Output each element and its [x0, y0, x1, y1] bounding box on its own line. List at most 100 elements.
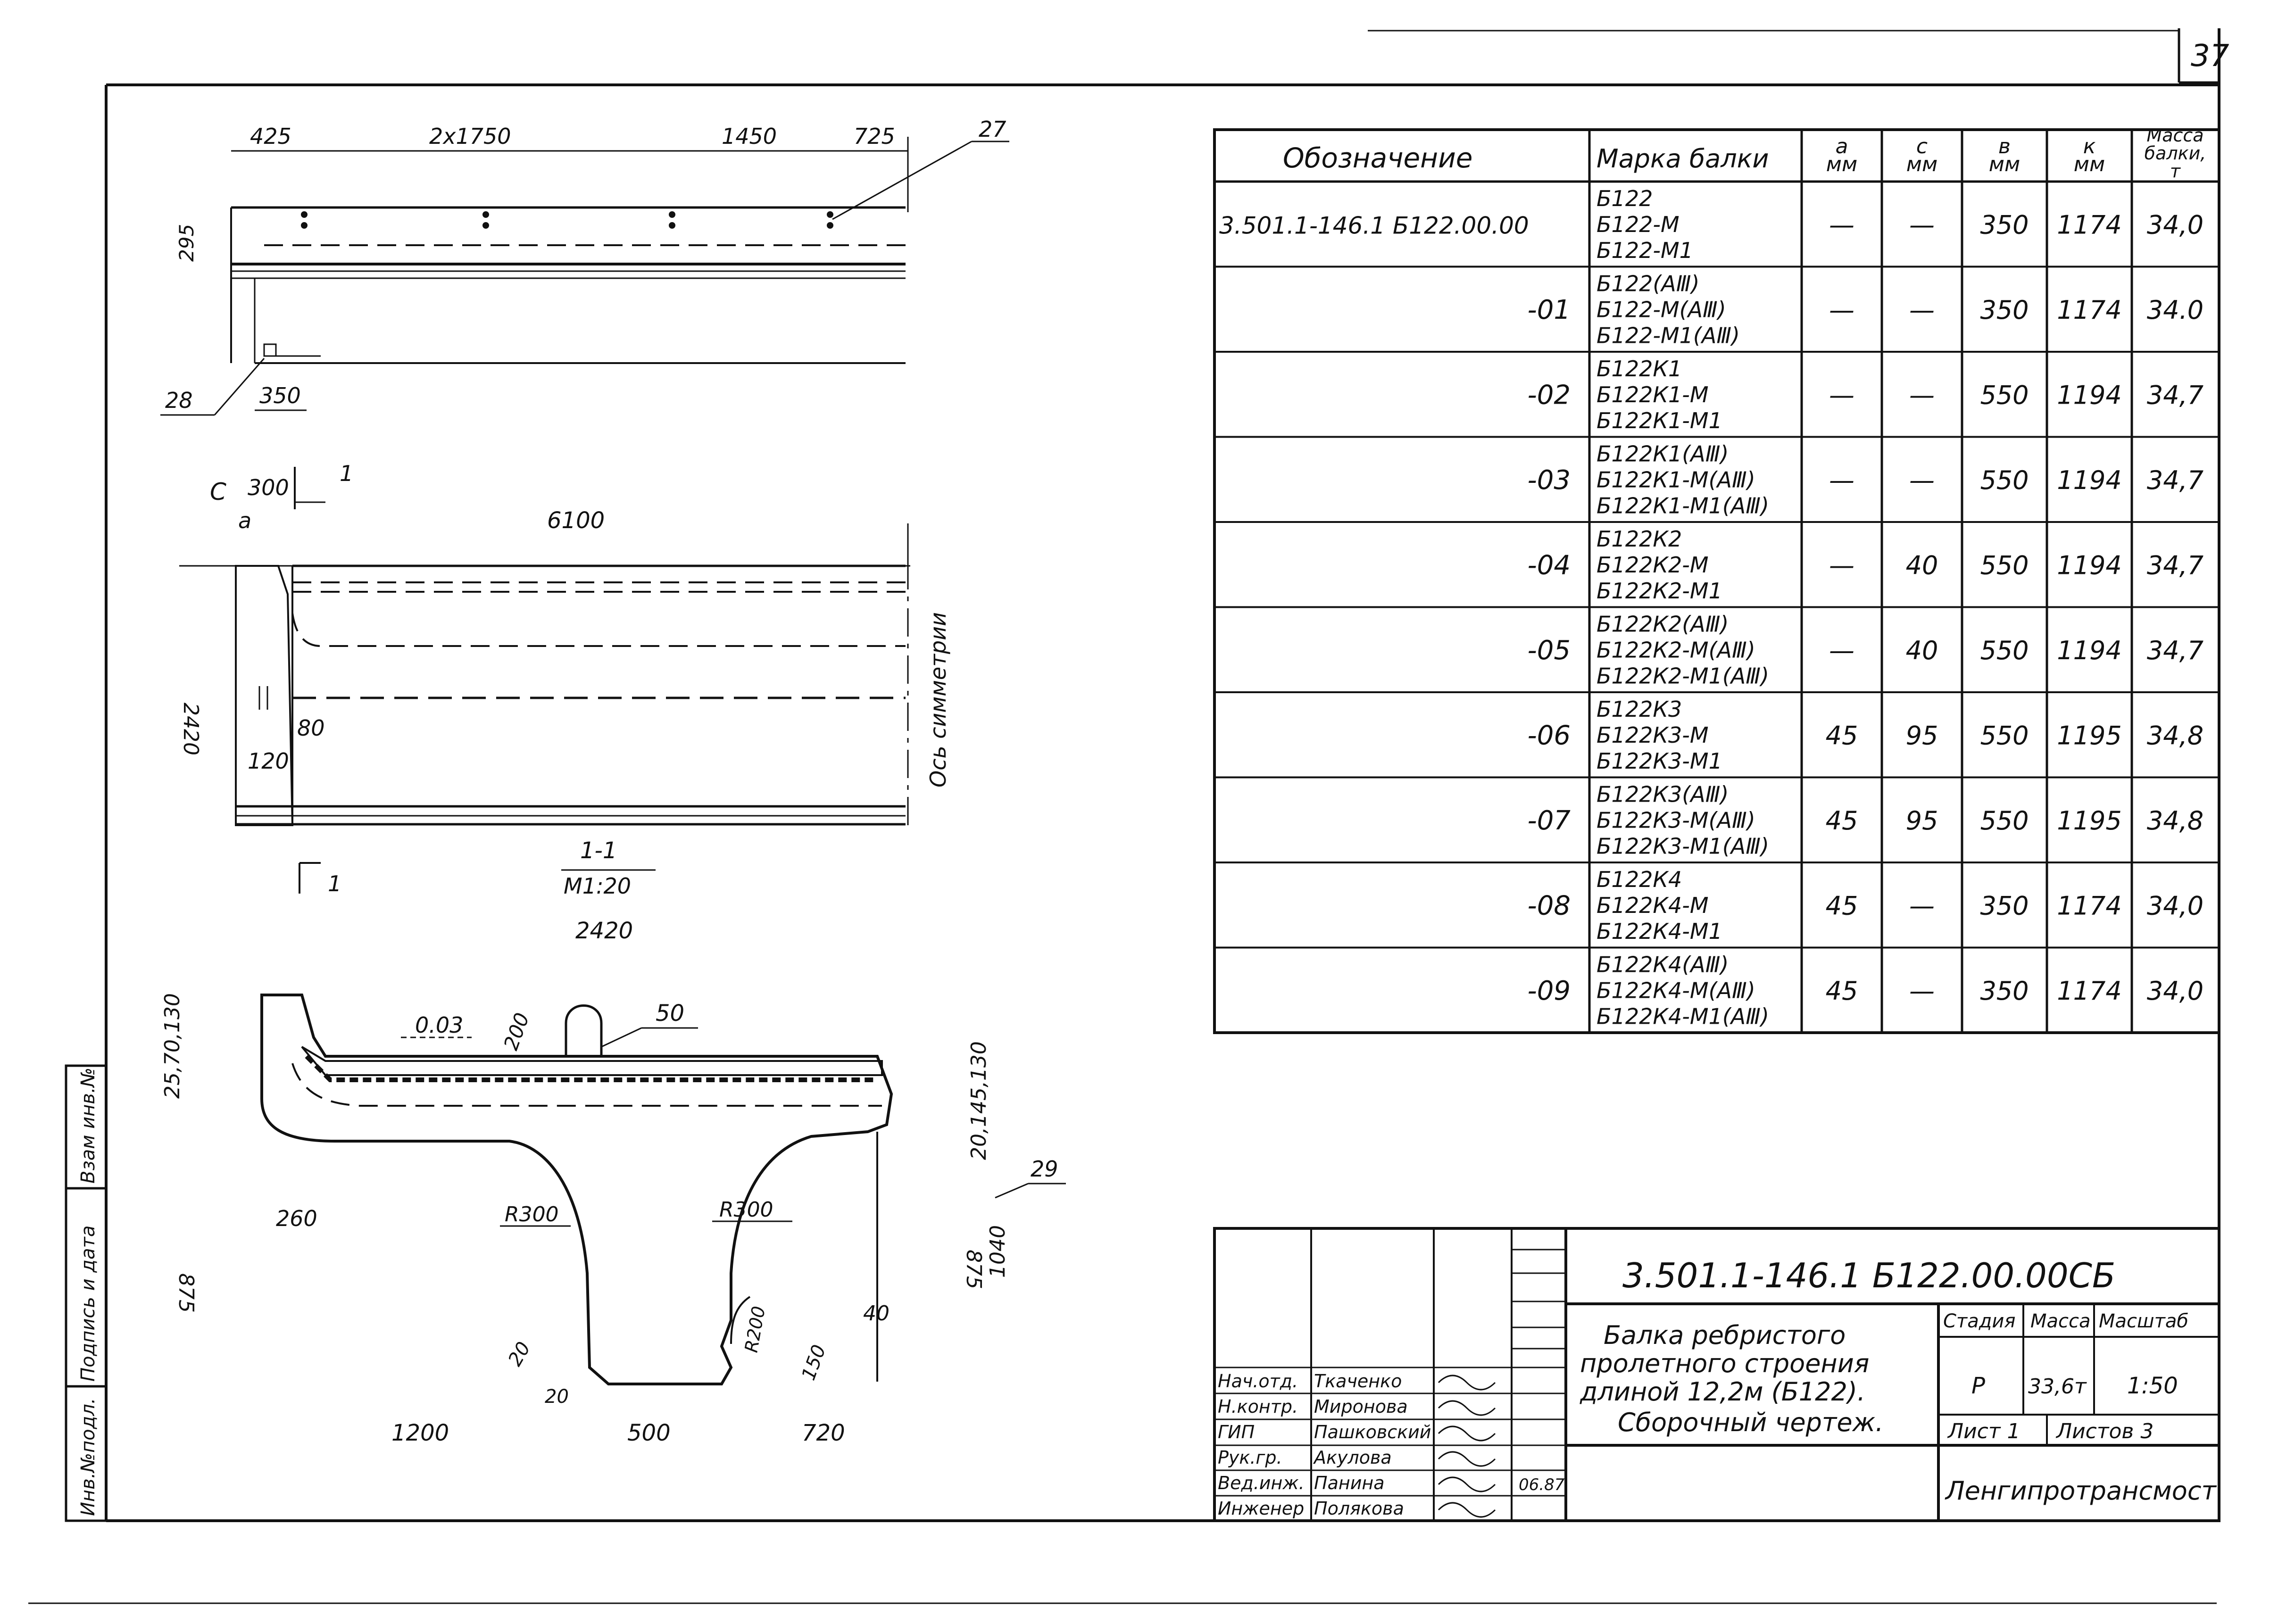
- cell-k: 1195: [2057, 721, 2121, 750]
- cell-mass: 34,7: [2147, 380, 2203, 410]
- cell-c: 40: [1906, 636, 1938, 665]
- header-mass-line: балки,: [2145, 143, 2206, 164]
- cell-c: 40: [1906, 550, 1938, 580]
- margin-stamp-sign: Подпись и дата: [77, 1226, 99, 1382]
- signature-name: Акулова: [1313, 1447, 1392, 1468]
- cell-b: 350: [1980, 210, 2029, 240]
- cell-mark: Б122К2-М: [1596, 552, 1709, 578]
- cell-mark: Б122К4(АⅢ): [1596, 952, 1729, 978]
- section-title: 1-1: [580, 837, 617, 864]
- dim-bottom-1200: 1200: [391, 1420, 449, 1446]
- header-mark: Марка балки: [1596, 144, 1769, 174]
- header-mass-line: Масса: [2146, 125, 2203, 146]
- cell-a: —: [1829, 380, 1854, 410]
- cell-mass: 34,8: [2147, 806, 2203, 836]
- signature-row: Нач.отд.Ткаченко: [1218, 1371, 1496, 1392]
- handwritten-signature: [1438, 1425, 1496, 1442]
- axis-of-symmetry: Ось симметрии: [925, 612, 951, 787]
- header-b-line: мм: [1989, 152, 2020, 176]
- cell-c: —: [1909, 380, 1935, 410]
- cell-mass: 34,0: [2147, 891, 2203, 920]
- fillet-left: R300: [505, 1202, 559, 1226]
- label-sheet: Лист 1: [1947, 1419, 2020, 1443]
- cell-c: 95: [1906, 721, 1938, 750]
- cell-mark: Б122К4-М: [1596, 893, 1709, 918]
- cell-b: 550: [1980, 721, 2029, 750]
- table-row: 3.501.1-146.1 Б122.00.00Б122Б122-МБ122-М…: [1219, 186, 2203, 263]
- margin-stamp-inv: Инв.№подл.: [77, 1398, 99, 1516]
- label-stage: Стадия: [1943, 1310, 2015, 1332]
- cell-mark: Б122К1-М: [1596, 382, 1709, 407]
- signature-row: Инженер Полякова: [1218, 1498, 1496, 1519]
- header-k-line: к: [2083, 134, 2096, 158]
- dim-segment-425: 425: [250, 124, 291, 149]
- dim-50: 50: [656, 1000, 684, 1027]
- cell-b: 550: [1980, 806, 2029, 836]
- header-c-line: c: [1916, 134, 1928, 158]
- drawing-code: 3.501.1-146.1 Б122.00.00СБ: [1622, 1256, 2115, 1295]
- dim-80: 80: [297, 715, 325, 741]
- section-marker-top: 1: [340, 461, 353, 486]
- title-line-4: Сборочный чертеж.: [1618, 1408, 1883, 1437]
- dim-height-295: 295: [175, 224, 198, 262]
- cell-mark: Б122К1-М(АⅢ): [1596, 467, 1755, 493]
- cell-a: 45: [1826, 721, 1858, 750]
- cell-k: 1174: [2057, 210, 2121, 240]
- dim-bearing-350: 350: [259, 383, 301, 408]
- header-designation: Обозначение: [1283, 142, 1472, 174]
- value-scale: 1:50: [2127, 1373, 2178, 1399]
- beam-half-view: 1 C 300 a 6100 2420 80 120 Ось симметрии…: [179, 461, 951, 899]
- signature-name: Панина: [1314, 1473, 1385, 1493]
- dim-slope: 0.03: [415, 1012, 463, 1038]
- handwritten-signature: [1438, 1502, 1496, 1518]
- fillet-right: R300: [719, 1198, 773, 1222]
- cell-mark: Б122(АⅢ): [1596, 271, 1699, 297]
- dim-a: a: [238, 508, 251, 533]
- cell-designation: -04: [1528, 550, 1571, 580]
- cell-k: 1194: [2057, 380, 2121, 410]
- header-k-line: мм: [2074, 152, 2105, 176]
- organization: Ленгипротрансмост: [1945, 1476, 2217, 1506]
- title-block: 3.501.1-146.1 Б122.00.00СБ Балка ребрист…: [1213, 1227, 2220, 1522]
- label-sheets: Листов 3: [2055, 1419, 2154, 1443]
- cell-mark: Б122-М: [1596, 212, 1680, 237]
- cell-k: 1174: [2057, 295, 2121, 325]
- title-line-2: пролетного строения: [1580, 1349, 1869, 1378]
- dim-bottom-720: 720: [802, 1420, 845, 1446]
- cell-a: —: [1829, 465, 1854, 495]
- cell-designation: -06: [1528, 720, 1571, 751]
- cell-c: —: [1909, 210, 1935, 240]
- section-marker-bottom: 1: [328, 871, 341, 896]
- cell-k: 1174: [2057, 891, 2121, 920]
- cell-mark: Б122-М1(АⅢ): [1596, 323, 1740, 348]
- handwritten-signature: [1438, 1451, 1496, 1467]
- handwritten-signature: [1438, 1375, 1496, 1391]
- table-rows: 3.501.1-146.1 Б122.00.00Б122Б122-МБ122-М…: [1214, 186, 2219, 1029]
- cell-a: —: [1829, 210, 1854, 240]
- cell-mark: Б122К3-М1(АⅢ): [1596, 834, 1769, 859]
- cell-b: 550: [1980, 380, 2029, 410]
- cell-a: —: [1829, 636, 1854, 665]
- signature-role: Инженер: [1218, 1498, 1304, 1519]
- cell-mass: 34,8: [2147, 721, 2203, 750]
- signature-name: Пашковский: [1314, 1422, 1431, 1442]
- signature-row: Вед.инж.Панина: [1218, 1473, 1496, 1493]
- cell-mark: Б122К1-М1: [1596, 408, 1722, 433]
- dim-segment-1450: 1450: [722, 124, 777, 149]
- cell-mark: Б122К1(АⅢ): [1596, 441, 1729, 467]
- cell-designation: -01: [1528, 295, 1571, 325]
- signature-name: Полякова: [1314, 1498, 1404, 1519]
- lifting-loops: [301, 211, 833, 229]
- cell-mark: Б122К3: [1596, 696, 1682, 722]
- dim-segment-2x1750: 2x1750: [429, 124, 511, 149]
- signature-role: ГИП: [1218, 1422, 1255, 1442]
- cell-mark: Б122К3-М: [1596, 722, 1709, 748]
- cell-designation: 3.501.1-146.1 Б122.00.00: [1219, 212, 1529, 239]
